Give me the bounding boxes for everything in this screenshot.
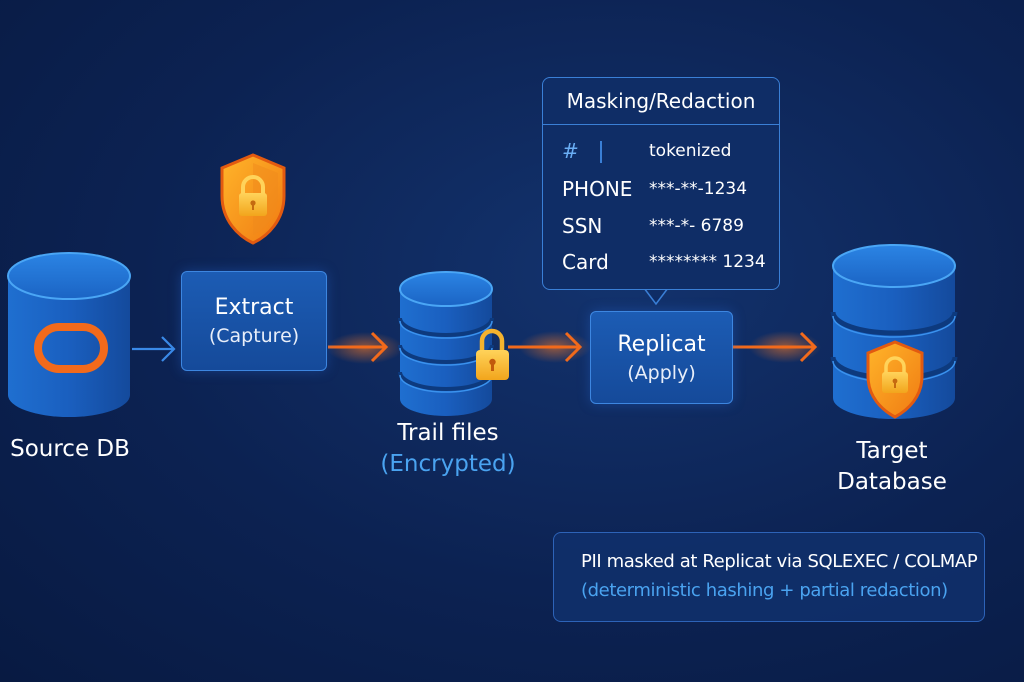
pii-note-line1: PII masked at Replicat via SQLEXEC / COL… [581,551,978,572]
arrow-extract-to-trail [328,331,389,363]
extract-shield-lock-icon [220,153,286,245]
masking-row-value: ***-**-1234 [649,179,748,199]
source-db-cylinder [7,252,131,417]
masking-panel: Masking/Redaction # tokenized PHONE ***-… [542,77,780,290]
pii-note-card: PII masked at Replicat via SQLEXEC / COL… [553,532,985,622]
masking-divider [600,141,602,163]
source-db-label: Source DB [10,436,130,462]
trail-padlock-icon [476,328,509,380]
replicat-subtitle: (Apply) [627,361,696,384]
extract-node[interactable]: Extract (Capture) [181,271,327,371]
arrow-source-to-extract [132,336,176,362]
extract-subtitle: (Capture) [208,325,300,347]
masking-row-value: ******** 1234 [649,252,766,272]
masking-callout-pointer [643,287,669,306]
pii-note-line2: (deterministic hashing + partial redacti… [581,580,948,601]
masking-row-value: tokenized [649,141,732,161]
masking-row-field: PHONE [562,177,633,201]
trail-files-label: Trail files [397,420,499,446]
target-db-label-line1: Target [856,438,928,464]
trail-files-cylinder [398,271,494,416]
masking-row-field: # [562,139,579,163]
masking-panel-title: Masking/Redaction [543,78,779,125]
arrow-trail-to-replicat [508,331,583,363]
masking-row-field: SSN [562,214,603,238]
replicat-title: Replicat [617,331,706,357]
trail-files-sublabel: (Encrypted) [380,451,516,477]
oracle-ring-icon [34,323,108,373]
masking-row-field: Card [562,250,609,274]
arrow-replicat-to-target [733,331,818,363]
target-db-label-line2: Database [837,469,947,495]
extract-title: Extract [214,295,294,320]
replicat-node[interactable]: Replicat (Apply) [590,311,733,404]
masking-row-value: ***-*- 6789 [649,216,744,236]
target-shield-lock-icon [866,340,924,419]
